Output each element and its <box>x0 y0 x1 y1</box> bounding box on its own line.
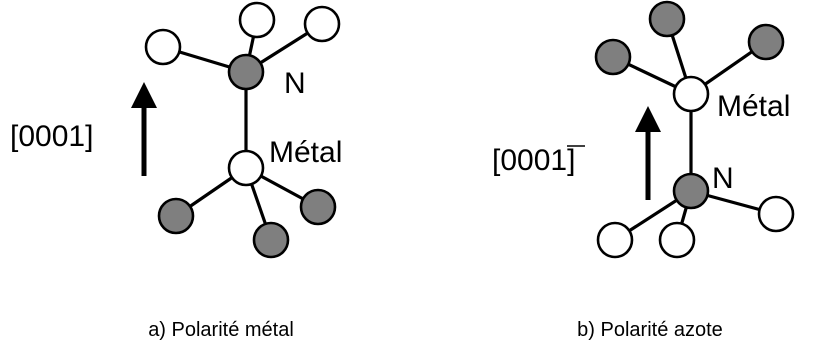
metal-atom <box>672 75 710 113</box>
nitrogen-atom <box>227 53 265 91</box>
nitrogen-atom <box>672 172 710 210</box>
direction-label-000-1bar: [0001] <box>492 144 575 177</box>
direction-label-overlined-digit: 1 <box>550 144 567 177</box>
arrow-head <box>635 106 661 132</box>
nitrogen-label: N <box>284 67 306 100</box>
metal-atom <box>596 221 634 259</box>
metal-atom <box>658 221 696 259</box>
panel-a-up-arrow <box>131 82 157 176</box>
caption-a: a) Polarité métal <box>148 319 294 341</box>
panel-a-metal-polarity: [0001] N Métal a) Polarité métal <box>10 1 342 341</box>
metal-atom <box>238 1 276 39</box>
metal-label: Métal <box>269 136 342 169</box>
nitrogen-atom <box>648 0 686 38</box>
panel-b-atoms <box>594 0 795 259</box>
nitrogen-atom <box>747 23 785 61</box>
caption-b: b) Polarité azote <box>577 319 723 341</box>
metal-atom <box>144 28 182 66</box>
metal-label: Métal <box>717 90 790 123</box>
nitrogen-atom <box>299 188 337 226</box>
metal-atom <box>757 195 795 233</box>
nitrogen-label: N <box>712 162 734 195</box>
nitrogen-atom <box>594 38 632 76</box>
nitrogen-atom <box>157 197 195 235</box>
direction-label-0001: [0001] <box>10 120 93 153</box>
panel-a-atoms <box>144 1 341 259</box>
panel-b-up-arrow <box>635 106 661 200</box>
metal-atom <box>227 149 265 187</box>
metal-atom <box>303 5 341 43</box>
arrow-head <box>131 82 157 108</box>
panel-b-nitrogen-polarity: [0001] Métal N b) Polarité azote <box>492 0 795 341</box>
nitrogen-atom <box>252 221 290 259</box>
direction-label-prefix: [000 <box>492 144 550 177</box>
direction-label-suffix: ] <box>567 144 575 177</box>
